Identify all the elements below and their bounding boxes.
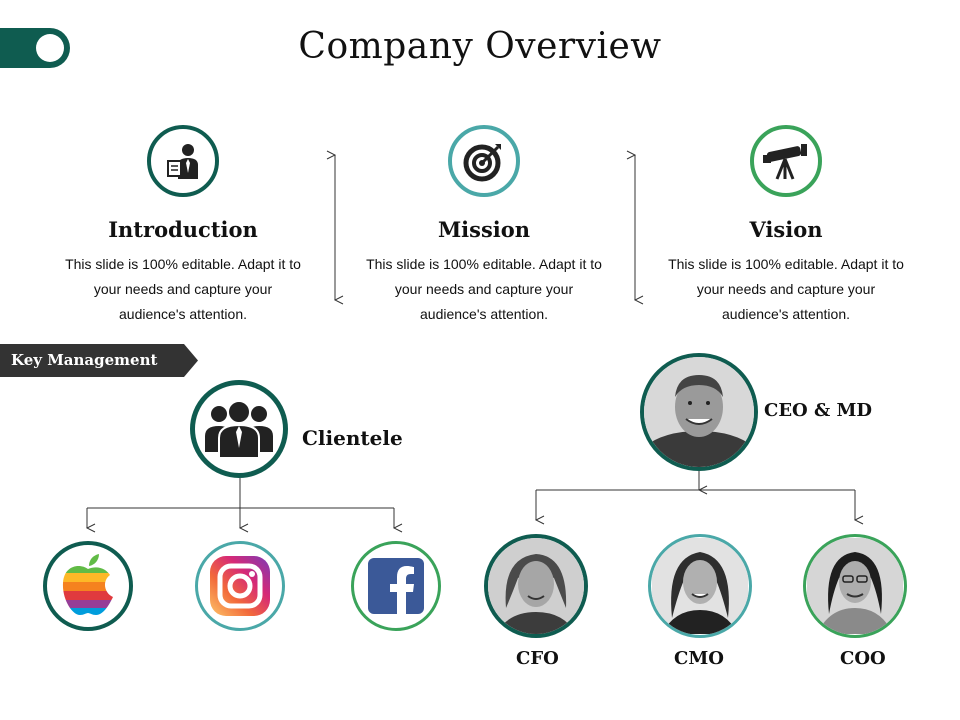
ceo-photo: [640, 353, 758, 471]
page-title: Company Overview: [298, 26, 662, 67]
intro-text: This slide is 100% editable. Adapt it to…: [65, 256, 301, 322]
apple-logo-icon: [43, 541, 133, 631]
intro-heading: Introduction: [108, 217, 258, 242]
facebook-logo-icon: [351, 541, 441, 631]
vision-heading: Vision: [749, 217, 823, 242]
instagram-logo-icon: [195, 541, 285, 631]
cfo-label: CFO: [516, 648, 559, 669]
toggle-decoration: [0, 28, 70, 68]
coo-label: COO: [840, 648, 886, 669]
target-icon: [448, 125, 520, 197]
intro-column: Introduction This slide is 100% editable…: [63, 125, 303, 327]
coo-photo: [803, 534, 907, 638]
group-icon: [190, 380, 288, 478]
cfo-photo: [484, 534, 588, 638]
presenter-icon: [147, 125, 219, 197]
mission-column: Mission This slide is 100% editable. Ada…: [364, 125, 604, 327]
cmo-photo: [648, 534, 752, 638]
telescope-icon: [750, 125, 822, 197]
key-management-banner: Key Management: [0, 344, 198, 377]
vision-column: Vision This slide is 100% editable. Adap…: [666, 125, 906, 327]
mission-heading: Mission: [437, 217, 531, 242]
toggle-knob: [36, 34, 64, 62]
vision-text: This slide is 100% editable. Adapt it to…: [668, 256, 904, 322]
ceo-label: CEO & MD: [764, 400, 873, 421]
key-management-label: Key Management: [11, 351, 158, 369]
cmo-label: CMO: [674, 648, 724, 669]
mission-text: This slide is 100% editable. Adapt it to…: [366, 256, 602, 322]
clientele-label: Clientele: [302, 426, 403, 450]
